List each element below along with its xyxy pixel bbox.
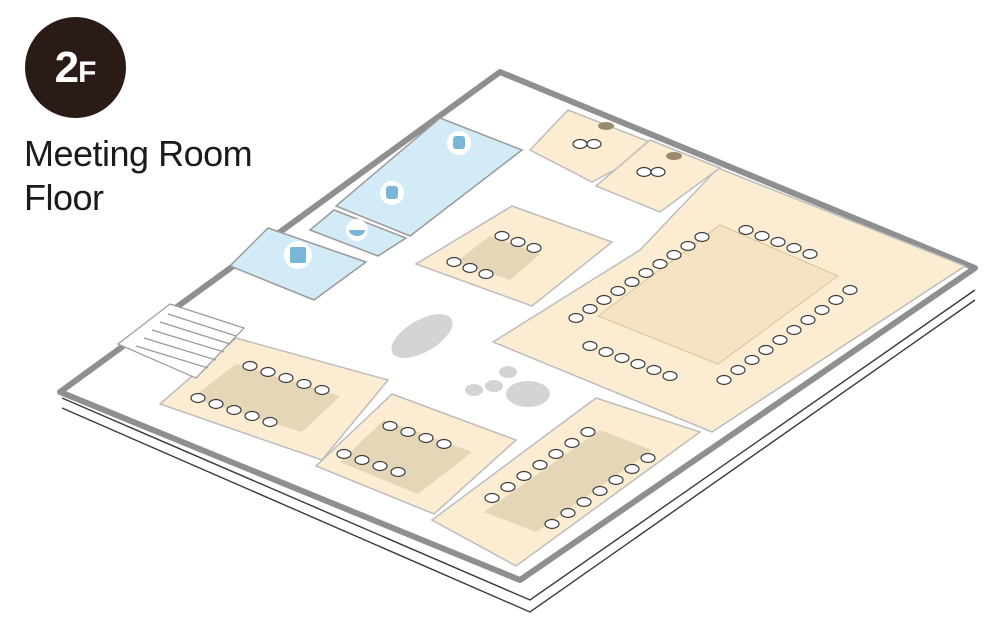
chair — [278, 372, 294, 384]
chair — [548, 448, 564, 460]
chair — [652, 258, 668, 270]
floor-number: 2 — [54, 42, 80, 92]
chair — [786, 242, 802, 254]
chair — [680, 240, 696, 252]
chair — [754, 230, 770, 242]
floor-title: Meeting Room Floor — [24, 132, 253, 220]
chair — [758, 344, 774, 356]
chair — [828, 294, 844, 306]
chair — [494, 230, 510, 242]
chair — [638, 267, 654, 279]
chair — [636, 166, 652, 178]
chair — [526, 242, 542, 254]
chair — [624, 463, 640, 475]
floor-title-line2: Floor — [24, 177, 104, 218]
chair — [516, 470, 532, 482]
chair — [694, 231, 710, 243]
chair — [382, 420, 398, 432]
chair — [190, 392, 206, 404]
chair — [336, 448, 352, 460]
chair — [608, 474, 624, 486]
washbasin-icon — [346, 219, 368, 241]
chair — [814, 304, 830, 316]
chair — [532, 459, 548, 471]
bottom-middle-table — [340, 420, 472, 494]
chair — [730, 364, 746, 376]
chair — [418, 432, 434, 444]
chair — [436, 438, 452, 450]
speaker-icon — [666, 152, 682, 160]
chair — [802, 248, 818, 260]
chair — [580, 426, 596, 438]
chairs — [190, 138, 858, 530]
chair — [372, 460, 388, 472]
chair — [786, 324, 802, 336]
chair — [564, 437, 580, 449]
chair — [568, 312, 584, 324]
restroom-block — [334, 117, 524, 237]
chair — [208, 398, 224, 410]
chair — [646, 364, 662, 376]
speaker-icon — [598, 122, 614, 130]
chair — [640, 452, 656, 464]
floor-suffix: F — [78, 55, 97, 89]
male-restroom-icon — [447, 131, 471, 155]
chair — [226, 404, 242, 416]
chair — [314, 384, 330, 396]
chair — [614, 352, 630, 364]
chair — [598, 346, 614, 358]
chair — [544, 518, 560, 530]
chair — [610, 285, 626, 297]
chair — [510, 236, 526, 248]
chair — [478, 268, 494, 280]
stairs-icon — [116, 303, 246, 379]
chair — [666, 249, 682, 261]
lobby-furniture — [391, 314, 550, 407]
floor-title-line1: Meeting Room — [24, 133, 253, 174]
elevator-icon — [284, 241, 312, 269]
chair — [560, 507, 576, 519]
chair — [462, 262, 478, 274]
large-meeting-table — [596, 224, 839, 365]
chair — [262, 416, 278, 428]
chair — [592, 485, 608, 497]
chair — [738, 224, 754, 236]
chair — [484, 492, 500, 504]
chair — [582, 303, 598, 315]
chair — [624, 276, 640, 288]
chair — [296, 378, 312, 390]
chair — [260, 366, 276, 378]
bottom-left-table — [192, 364, 340, 432]
chair — [390, 466, 406, 478]
chair — [244, 410, 260, 422]
chair — [772, 334, 788, 346]
bottom-right-table — [484, 430, 652, 532]
chair — [662, 370, 678, 382]
chair — [242, 360, 258, 372]
chair — [716, 374, 732, 386]
chair — [650, 166, 666, 178]
slab-edges — [61, 289, 976, 613]
chair — [800, 314, 816, 326]
chair — [446, 256, 462, 268]
female-restroom-icon — [380, 181, 404, 205]
chair — [576, 496, 592, 508]
chair — [596, 294, 612, 306]
chair — [630, 358, 646, 370]
chair — [770, 236, 786, 248]
chair — [354, 454, 370, 466]
chair — [500, 481, 516, 493]
chair — [572, 138, 588, 150]
chair — [582, 340, 598, 352]
chair — [744, 354, 760, 366]
chair — [586, 138, 602, 150]
chair — [400, 426, 416, 438]
chair — [842, 284, 858, 296]
